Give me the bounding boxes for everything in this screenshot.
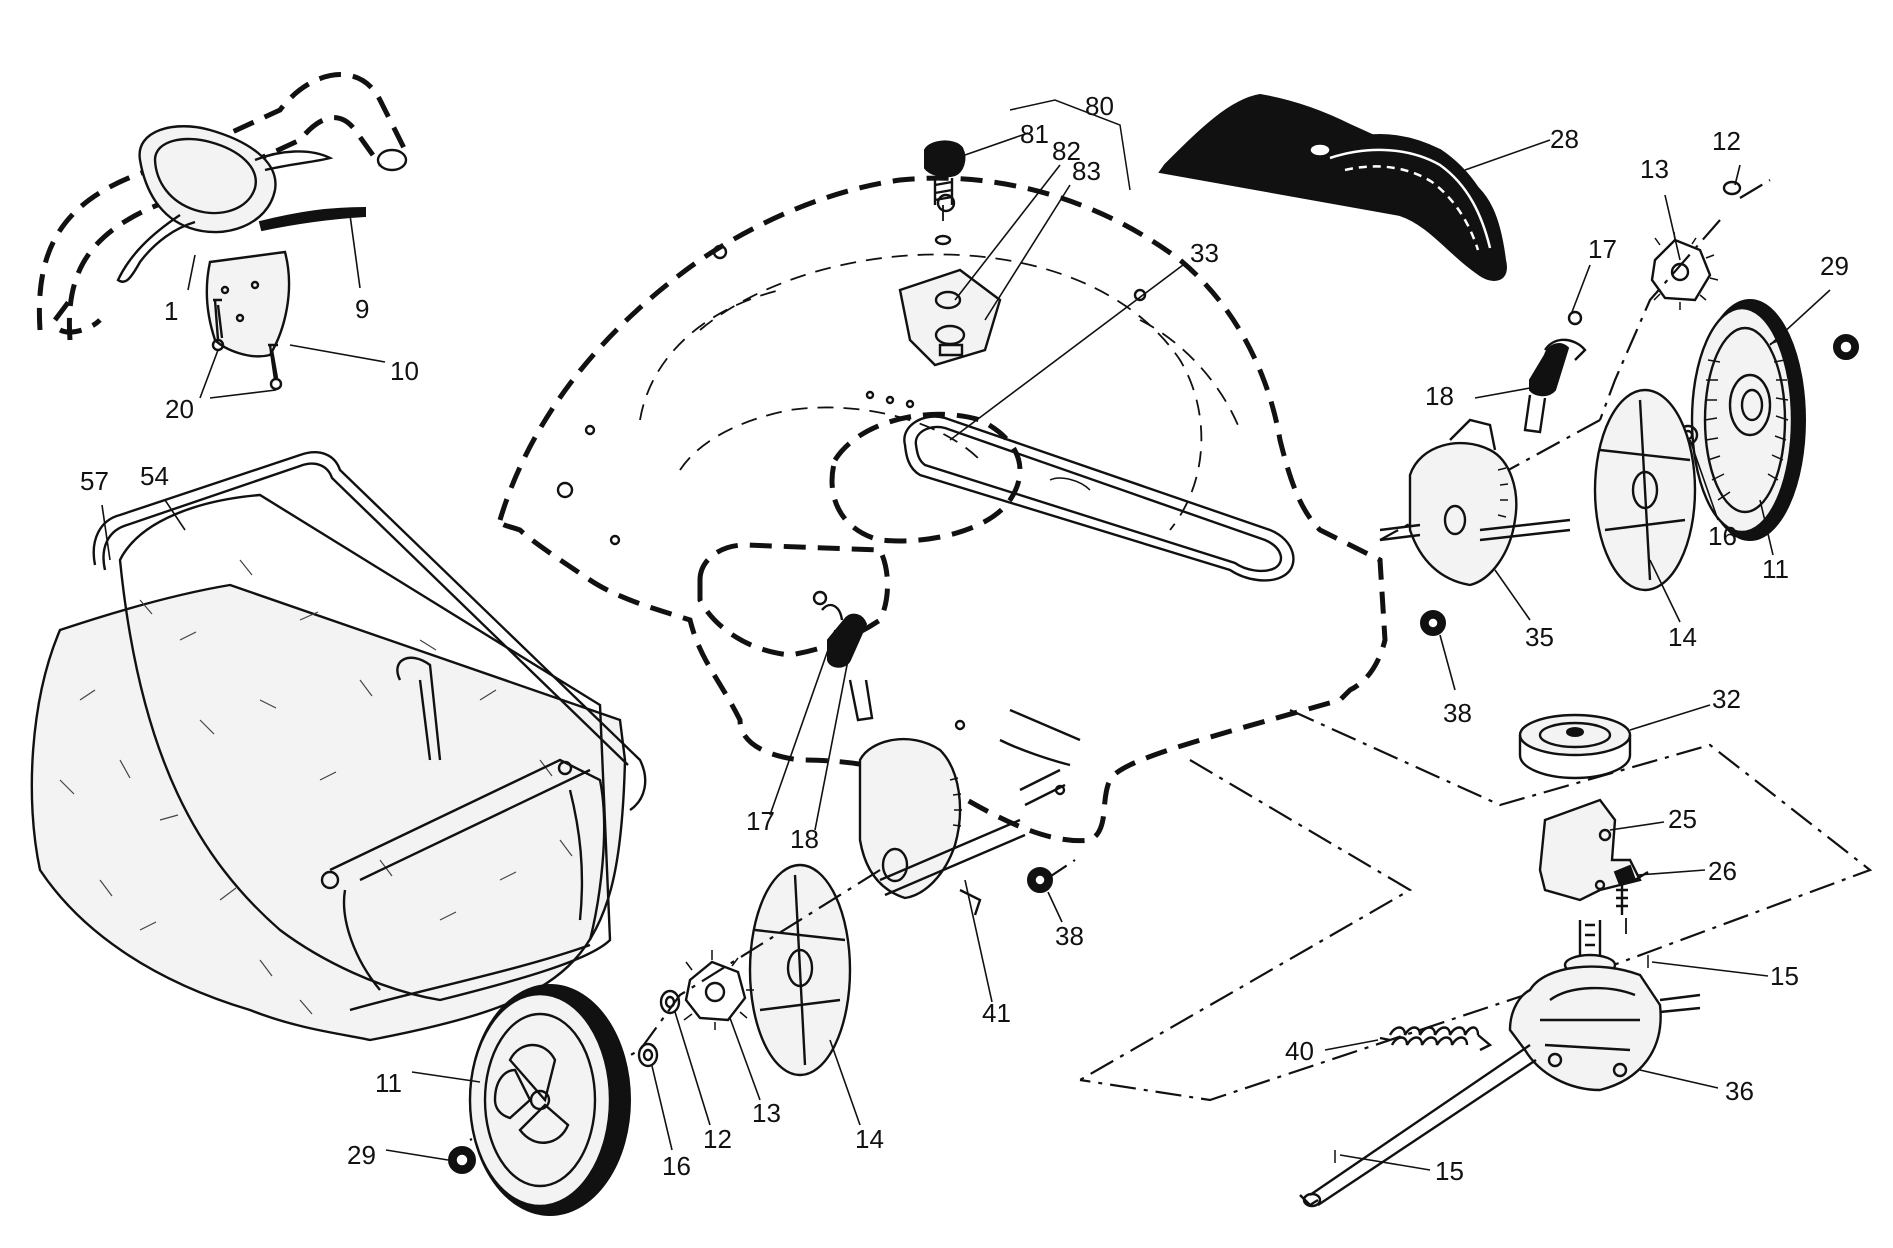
drive-pulley bbox=[1518, 704, 1711, 780]
callout-11: 11 bbox=[1762, 554, 1789, 584]
callout-29: 29 bbox=[1820, 251, 1849, 281]
handle-bracket bbox=[898, 99, 1131, 367]
left-nut bbox=[1027, 867, 1063, 923]
callout-28: 28 bbox=[1550, 124, 1579, 154]
grass-bag-assembly bbox=[30, 451, 647, 1042]
left-wheel-assembly bbox=[385, 984, 631, 1216]
callout-14: 14 bbox=[855, 1124, 884, 1154]
callout-1: 1 bbox=[164, 296, 178, 326]
belt-guide-bracket bbox=[1538, 798, 1665, 902]
bracket-bolt bbox=[1613, 864, 1706, 940]
callout-36: 36 bbox=[1725, 1076, 1754, 1106]
right-drive-cover bbox=[1593, 388, 1697, 623]
mower-deck bbox=[497, 175, 1388, 844]
height-adjust-knob bbox=[924, 140, 966, 246]
callout-83: 83 bbox=[1072, 156, 1101, 186]
drive-belt bbox=[903, 264, 1295, 582]
callout-38: 38 bbox=[1443, 698, 1472, 728]
left-axle-guide bbox=[469, 859, 1076, 1141]
transmission-enclosure bbox=[1079, 708, 1873, 1102]
callout-9: 9 bbox=[355, 294, 369, 324]
callout-15: 15 bbox=[1770, 961, 1799, 991]
tension-spring bbox=[1324, 1026, 1493, 1052]
callout-82: 82 bbox=[1052, 136, 1081, 166]
callout-41: 41 bbox=[982, 998, 1011, 1028]
callout-14: 14 bbox=[1668, 622, 1697, 652]
gearbox-transmission bbox=[1299, 920, 1769, 1208]
callout-17: 17 bbox=[1588, 234, 1617, 264]
callout-54: 54 bbox=[140, 461, 169, 491]
rear-flap bbox=[1158, 93, 1551, 281]
callout-33: 33 bbox=[1190, 238, 1219, 268]
callout-26: 26 bbox=[1708, 856, 1737, 886]
callout-40: 40 bbox=[1285, 1036, 1314, 1066]
callout-12: 12 bbox=[1712, 126, 1741, 156]
callout-81: 81 bbox=[1020, 119, 1049, 149]
callout-11: 11 bbox=[375, 1068, 402, 1098]
callout-10: 10 bbox=[390, 356, 419, 386]
callout-18: 18 bbox=[790, 824, 819, 854]
callout-18: 18 bbox=[1425, 381, 1454, 411]
handle-control-assembly bbox=[36, 72, 408, 399]
callout-16: 16 bbox=[662, 1151, 691, 1181]
callout-12: 12 bbox=[703, 1124, 732, 1154]
right-wheel-assembly bbox=[1379, 164, 1859, 556]
callout-20: 20 bbox=[165, 394, 194, 424]
callout-32: 32 bbox=[1712, 684, 1741, 714]
left-height-adjuster bbox=[769, 590, 1066, 1003]
callout-35: 35 bbox=[1525, 622, 1554, 652]
bag-fabric-texture bbox=[59, 559, 573, 1015]
right-height-adjuster bbox=[1379, 264, 1591, 691]
callout-16: 16 bbox=[1708, 521, 1737, 551]
callout-13: 13 bbox=[1640, 154, 1669, 184]
left-washers bbox=[637, 989, 711, 1151]
callout-13: 13 bbox=[752, 1098, 781, 1128]
callout-57: 57 bbox=[80, 466, 109, 496]
callout-38: 38 bbox=[1055, 921, 1084, 951]
callout-17: 17 bbox=[746, 806, 775, 836]
callout-25: 25 bbox=[1668, 804, 1697, 834]
left-gear bbox=[683, 950, 761, 1101]
left-drive-cover bbox=[748, 863, 861, 1126]
callout-15: 15 bbox=[1435, 1156, 1464, 1186]
callout-29: 29 bbox=[347, 1140, 376, 1170]
callout-80: 80 bbox=[1085, 91, 1114, 121]
